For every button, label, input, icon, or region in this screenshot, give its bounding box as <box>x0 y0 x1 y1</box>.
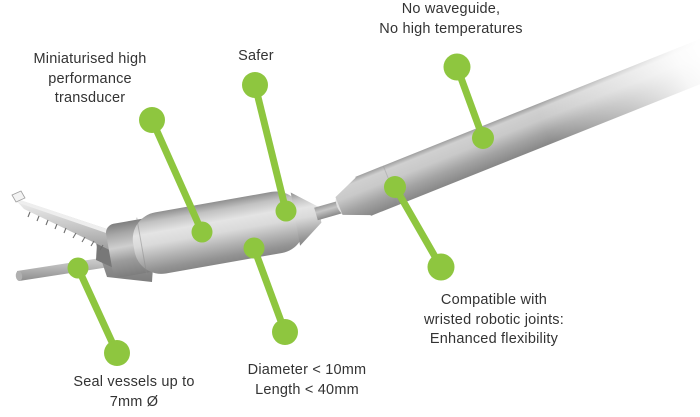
instrument-body <box>105 191 322 278</box>
callout-line <box>250 246 289 334</box>
callout-dot-anchor <box>191 221 213 243</box>
label-no-waveguide: No waveguide, No high temperatures <box>379 1 523 37</box>
callout-dot-anchor <box>243 237 265 259</box>
label-dimensions: Diameter < 10mm Length < 40mm <box>247 362 367 398</box>
callout-dot-label-end <box>272 319 298 345</box>
callout-dot-label-end <box>242 72 268 98</box>
callout-transducer-marker <box>139 107 213 243</box>
callout-safer-marker <box>242 72 297 222</box>
label-safer: Safer <box>238 48 274 64</box>
label-robotic-joints: Compatible with wristed robotic joints: … <box>424 292 564 347</box>
callout-dot-label-end <box>427 253 455 281</box>
callout-line <box>74 266 121 355</box>
callout-line <box>148 118 206 234</box>
label-seal-vessels: Seal vessels up to 7mm Ø <box>73 374 195 410</box>
callout-line <box>251 84 290 212</box>
callout-robotic-joints-marker <box>384 176 455 281</box>
callout-no-waveguide-marker <box>443 53 494 149</box>
callout-dot-label-end <box>139 107 165 133</box>
callout-seal-vessels-marker <box>67 257 130 366</box>
jaw-serrations <box>27 211 104 251</box>
callout-line <box>391 185 445 269</box>
callout-dimensions-marker <box>243 237 298 345</box>
callout-dot-label-end <box>443 53 471 81</box>
instrument-shaft <box>335 36 700 218</box>
label-transducer: Miniaturised high performance transducer <box>33 51 147 106</box>
callout-dot-anchor <box>384 176 406 198</box>
instrument-jaw-upper <box>11 190 118 254</box>
callout-dot-label-end <box>104 340 130 366</box>
callout-dot-anchor <box>472 127 494 149</box>
callout-dot-anchor <box>67 257 89 279</box>
callout-dot-anchor <box>275 200 297 222</box>
